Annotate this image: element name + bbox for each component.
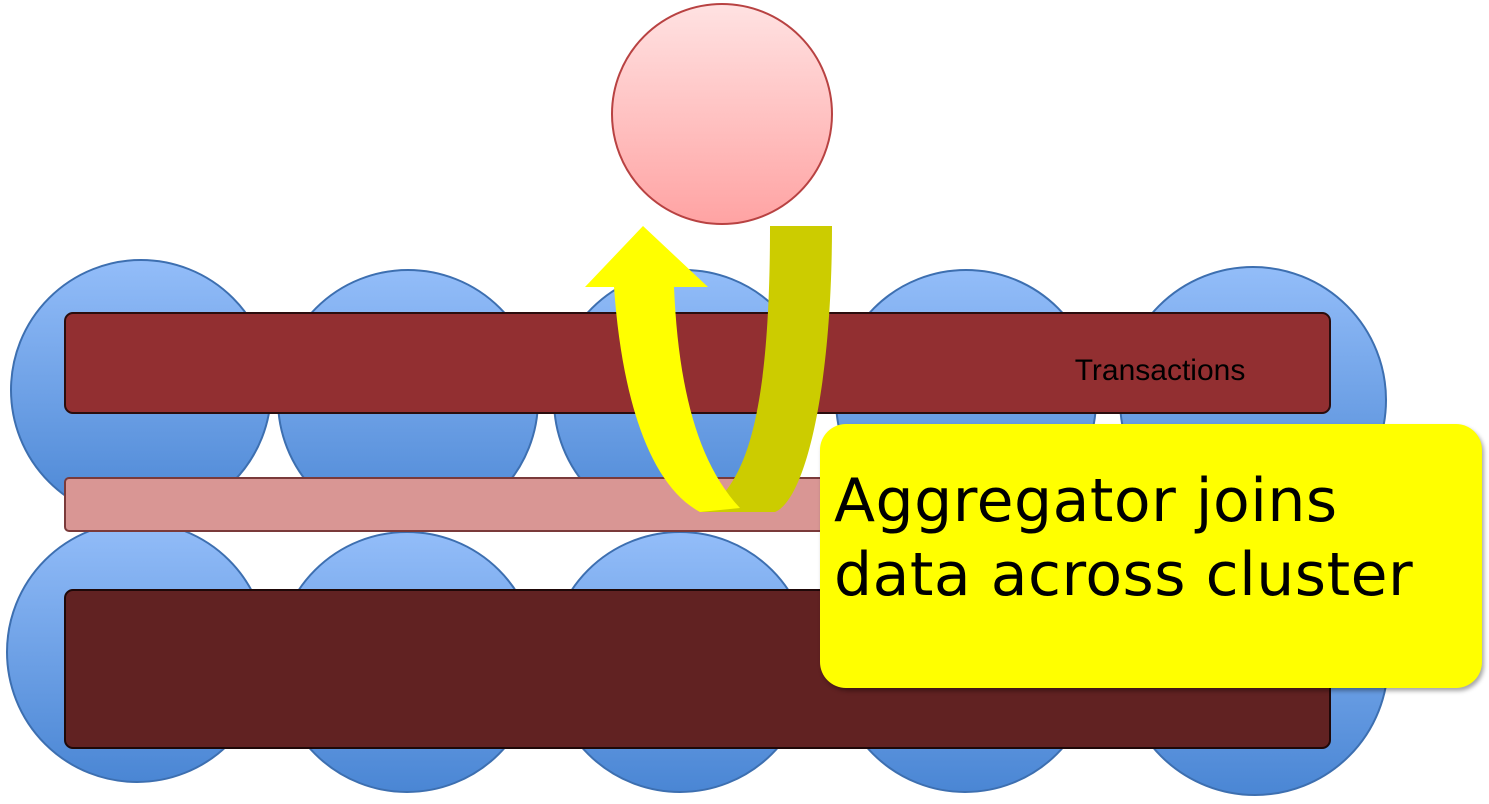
aggregator-callout: Aggregator joins data across cluster	[820, 424, 1482, 688]
transactions-label: Transactions	[1075, 354, 1246, 387]
aggregator-node	[611, 3, 833, 225]
callout-text: Aggregator joins data across cluster	[834, 466, 1414, 610]
aggregation-arrow-icon	[585, 226, 832, 512]
transactions-layer	[64, 312, 1331, 414]
